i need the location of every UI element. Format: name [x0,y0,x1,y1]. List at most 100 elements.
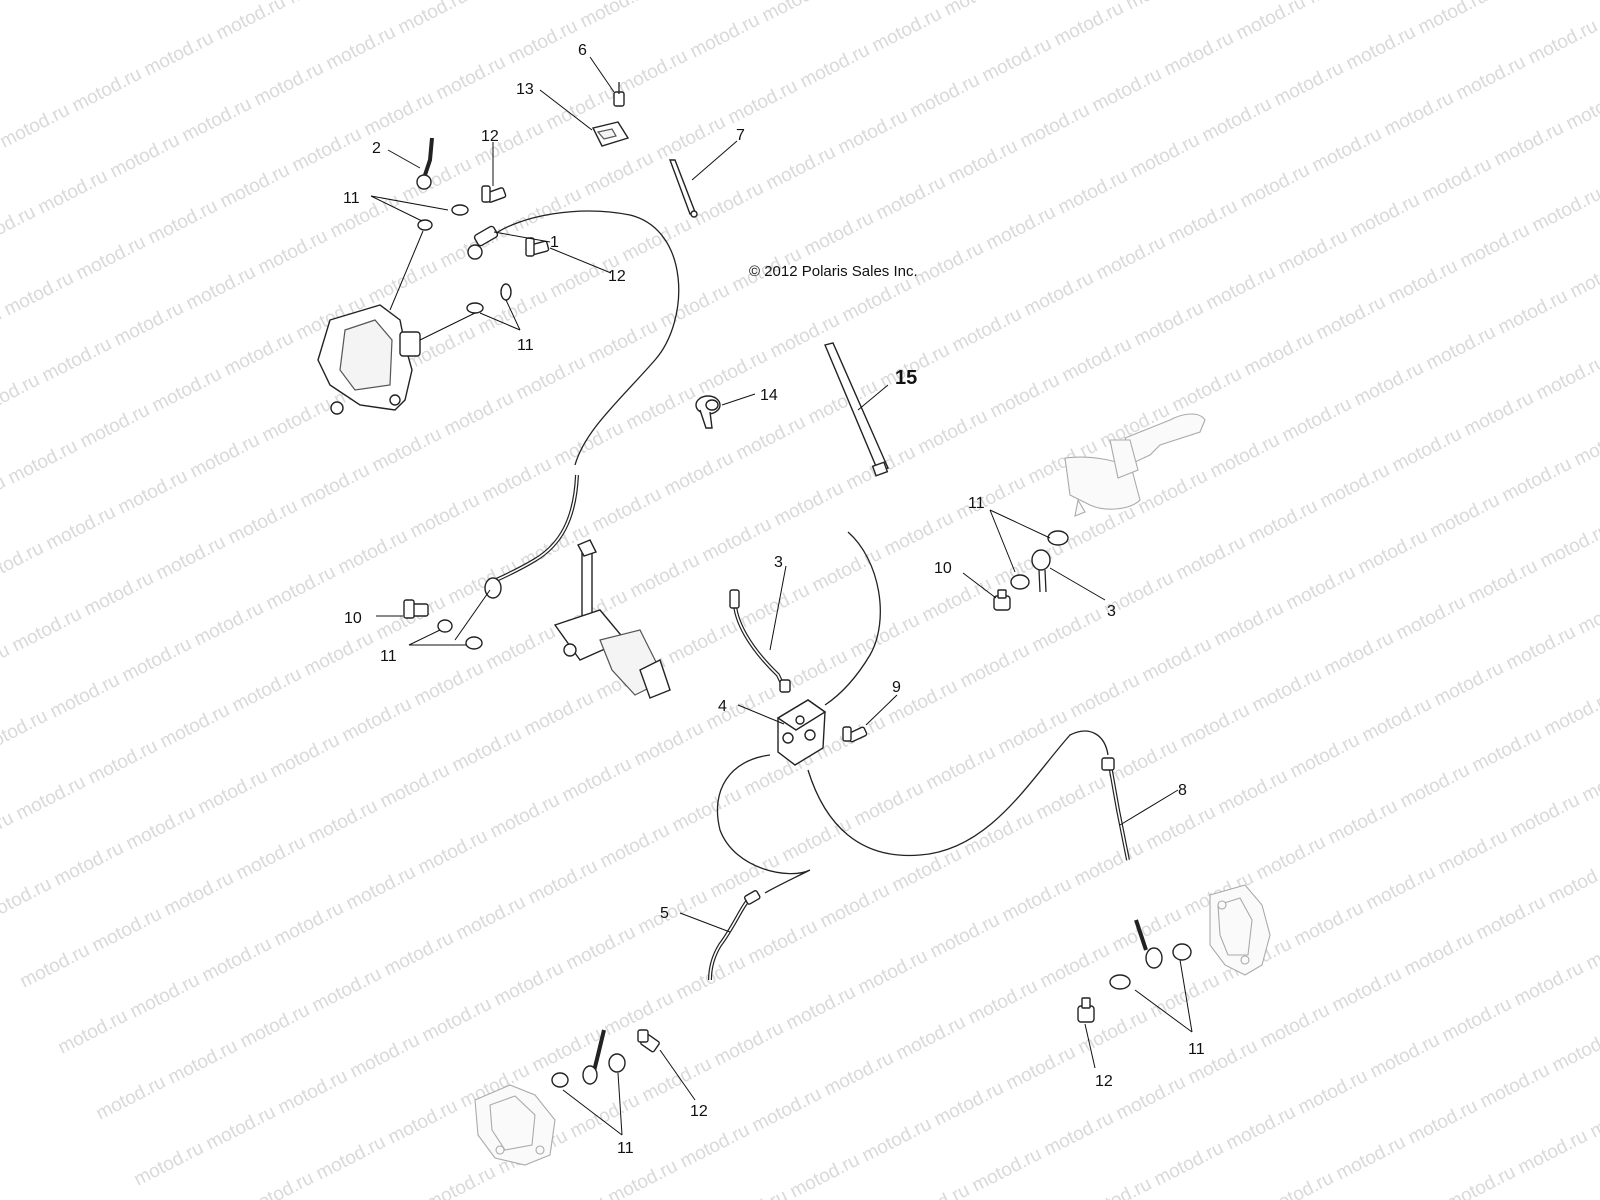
watermark-text: motod.ru [505,16,581,69]
watermark-text: motod.ru [1261,1168,1337,1200]
watermark-text: motod.ru [1385,256,1461,309]
watermark-text: motod.ru [1275,226,1351,279]
watermark-text: motod.ru [233,832,309,885]
washer-11-b [417,219,433,231]
watermark-text: motod.ru [1367,1030,1443,1083]
watermark-text: motod.ru [1401,928,1477,981]
watermark-text: motod.ru [407,490,483,543]
watermark-text: motod.ru [47,670,123,723]
watermark-text: motod.ru [983,202,1059,255]
watermark-text: motod.ru [941,0,1017,20]
callout-11-c: 11 [968,495,985,512]
watermark-text: motod.ru [1165,196,1241,249]
washer-11-l [608,1053,626,1073]
brake-line-item-8-inner [1109,764,1129,861]
watermark-text: motod.ru [699,514,775,567]
fitting-item-3-bottom [779,679,791,693]
watermark-text: motod.ru [17,940,93,993]
washer-11-f [1010,574,1030,590]
watermark-text: motod.ru [839,274,915,327]
watermark-text: motod.ru [931,1078,1007,1131]
watermark-text: motod.ru [1545,856,1600,909]
watermark-text: motod.ru [687,10,763,63]
watermark-text: motod.ru [759,0,835,26]
watermark-text: motod.ru [483,622,559,675]
grommet-item-14 [695,395,721,429]
callout-11-a: 11 [343,190,360,207]
watermark-text: motod.ru [665,616,741,669]
leader-lines [370,56,1193,1136]
washer-11-a [451,204,469,216]
watermark-text: motod.ru [1507,790,1583,843]
watermark-text: motod.ru [1017,100,1093,153]
banjo-ring-left [484,577,502,599]
watermark-text: motod.ru [1329,964,1405,1017]
fitting-item-8-top [1101,757,1115,771]
watermark-text: motod.ru [749,1084,825,1137]
parts [317,82,1271,1166]
watermark-text: motod.ru [1317,460,1393,513]
watermark-text: motod.ru [1147,970,1223,1023]
watermark-text: motod.ru [327,190,403,243]
watermark-text: motod.ru [1093,232,1169,285]
watermark-text: motod.ru [513,352,589,405]
bolt-item-9 [842,726,868,743]
watermark-text: motod.ru [297,460,373,513]
watermark-text: motod.ru [1435,826,1511,879]
watermark-text: motod.ru [131,1138,207,1191]
watermark-text: motod.ru [487,790,563,843]
washer-11-j [1109,974,1131,990]
watermark-text: motod.ru [157,700,233,753]
watermark-text: motod.ru [763,142,839,195]
watermark-text: motod.ru [691,178,767,231]
hose-block-right-lower [807,730,1109,857]
watermark-text: motod.ru [39,334,115,387]
watermark-text: motod.ru [217,160,293,213]
watermark-text: motod.ru [1199,94,1275,147]
watermark-text: motod.ru [229,664,305,717]
banjo-ring-item-3 [1031,549,1051,571]
watermark-text: motod.ru [0,472,9,525]
watermark-text: motod.ru [897,1180,973,1200]
watermark-text: motod.ru [1135,466,1211,519]
watermark-text: motod.ru [51,838,127,891]
watermark-text: motod.ru [1283,562,1359,615]
watermark-text: motod.ru [1105,736,1181,789]
watermark-text: motod.ru [711,1018,787,1071]
callout-11-f: 11 [617,1140,634,1157]
watermark-text: motod.ru [479,454,555,507]
watermark-text: motod.ru [1579,754,1600,807]
watermark-text: motod.ru [907,70,983,123]
watermark-text: motod.ru [187,430,263,483]
callout-15: 15 [895,367,917,389]
master-cylinder-right [1064,413,1206,517]
watermark-text: motod.ru [377,760,453,813]
watermark-text: motod.ru [1325,796,1401,849]
watermark-text: motod.ru [1203,262,1279,315]
watermark-text: motod.ru [623,382,699,435]
watermark-text: motod.ru [1575,586,1600,639]
watermark-text: motod.ru [1563,82,1600,135]
watermark-text: motod.ru [1059,334,1135,387]
watermark-text: motod.ru [1457,220,1533,273]
watermark-text: motod.ru [285,0,361,8]
watermark-text: motod.ru [411,658,487,711]
watermark-text: motod.ru [1063,502,1139,555]
watermark-text: motod.ru [1453,52,1529,105]
watermark-text: motod.ru [1499,454,1575,507]
watermark-text: motod.ru [707,850,783,903]
watermark-text: motod.ru [1287,730,1363,783]
watermark-text: motod.ru [289,124,365,177]
watermark-text: motod.ru [419,994,495,1047]
callout-9: 9 [892,679,901,696]
watermark-text: motod.ru [627,550,703,603]
watermark-text: motod.ru [69,64,145,117]
watermark-text: motod.ru [1207,430,1283,483]
watermark-text: motod.ru [381,928,457,981]
watermark-text: motod.ru [1405,1096,1481,1149]
watermark-text: motod.ru [1491,118,1567,171]
watermark-text: motod.ru [449,724,525,777]
fitting-item-3-top [729,589,740,609]
watermark-text: motod.ru [873,172,949,225]
